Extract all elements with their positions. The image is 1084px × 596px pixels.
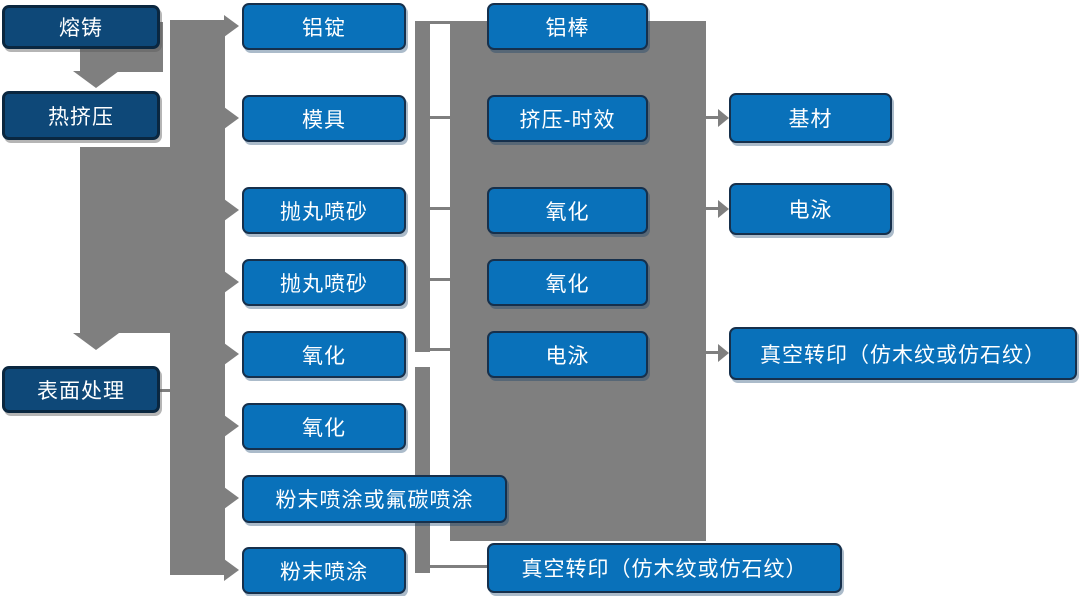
collector-tick <box>430 116 451 119</box>
node-shot-blasting-2: 抛丸喷砂 <box>242 259 406 306</box>
node-oxidation-2: 氧化 <box>242 403 406 450</box>
output-arrow-stub <box>706 351 718 354</box>
node-mold: 模具 <box>242 95 406 142</box>
stage-surface-treatment: 表面处理 <box>2 366 160 413</box>
node-aluminum-rod: 铝棒 <box>487 3 648 50</box>
output-arrow-stub <box>706 116 718 119</box>
collector-bar-upper <box>415 21 430 352</box>
flow-trunk-mid <box>80 147 170 333</box>
node-electrophoresis-2: 电泳 <box>729 183 892 235</box>
arrow-right-icon <box>224 487 239 509</box>
distribution-trunk <box>170 20 225 575</box>
arrow-right-icon <box>224 415 239 437</box>
collector-tick-bottom <box>430 565 487 568</box>
arrow-right-icon <box>718 109 729 127</box>
arrow-right-icon <box>224 559 239 581</box>
output-arrow-stub <box>706 207 718 210</box>
collector-tick <box>430 207 451 210</box>
arrow-right-icon <box>718 200 729 218</box>
arrow-right-icon <box>224 199 239 221</box>
node-shot-blasting-1: 抛丸喷砂 <box>242 187 406 234</box>
node-vacuum-transfer-print-1: 真空转印（仿木纹或仿石纹） <box>487 543 842 593</box>
collector-tick <box>430 278 451 281</box>
node-vacuum-transfer-print-2: 真空转印（仿木纹或仿石纹） <box>729 327 1077 380</box>
arrow-down-icon <box>73 71 119 88</box>
collector-bar-lower <box>415 367 430 573</box>
collector-tick <box>430 348 451 351</box>
node-oxidation-3: 氧化 <box>487 187 648 234</box>
node-substrate: 基材 <box>729 93 892 143</box>
arrow-right-icon <box>224 15 239 37</box>
node-aluminum-ingot: 铝锭 <box>242 3 406 50</box>
collector-tick <box>430 21 451 24</box>
arrow-down-icon <box>73 333 119 350</box>
node-oxidation-4: 氧化 <box>487 259 648 306</box>
stage-melting-casting: 熔铸 <box>2 5 160 49</box>
arrow-right-icon <box>224 343 239 365</box>
node-powder-or-fluorocarbon-coating: 粉末喷涂或氟碳喷涂 <box>242 475 507 523</box>
arrow-right-icon <box>224 107 239 129</box>
node-extrusion-aging: 挤压-时效 <box>487 95 648 142</box>
node-oxidation-1: 氧化 <box>242 331 406 378</box>
stage-hot-extrusion: 热挤压 <box>2 91 160 140</box>
node-powder-coating: 粉末喷涂 <box>242 547 406 594</box>
arrow-right-icon <box>224 271 239 293</box>
arrow-right-icon <box>718 344 729 362</box>
node-electrophoresis-1: 电泳 <box>487 331 648 378</box>
stage3-connector-stub <box>158 389 172 392</box>
